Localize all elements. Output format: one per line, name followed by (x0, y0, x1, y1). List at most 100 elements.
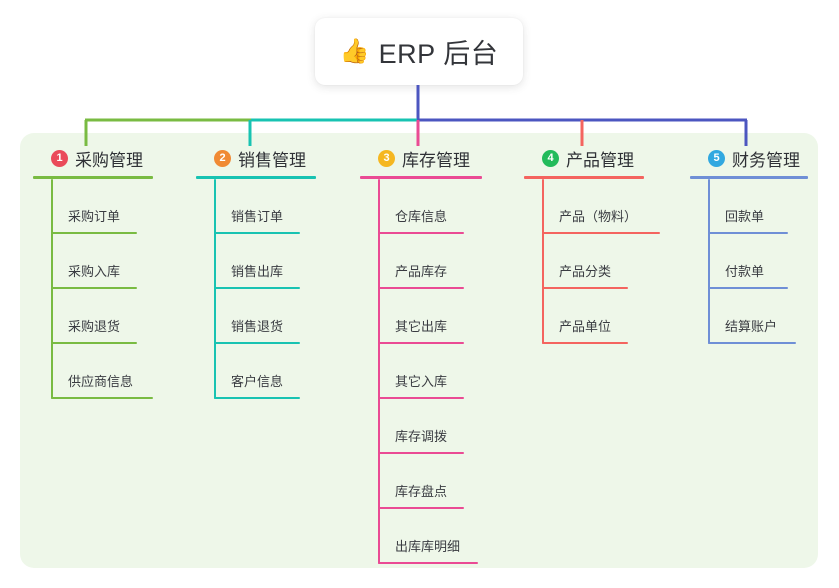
branch-spine (542, 179, 544, 344)
branch-item[interactable]: 采购订单 (51, 179, 153, 234)
branch-item-label: 库存盘点 (395, 484, 448, 499)
branch-item-label: 产品分类 (559, 264, 612, 279)
branch-items: 销售订单销售出库销售退货客户信息 (214, 179, 316, 399)
branch-underline (33, 176, 153, 179)
branch-item-underline (51, 232, 137, 234)
branch-item-label: 销售退货 (231, 319, 284, 334)
branch-item-label: 其它入库 (395, 374, 448, 389)
branch-item-label: 产品单位 (559, 319, 612, 334)
branch-item-label: 结算账户 (725, 319, 778, 334)
branch-spine (378, 179, 380, 564)
branch-item-underline (51, 397, 153, 399)
branch-number-badge: 4 (542, 149, 559, 167)
branch-item-underline (378, 287, 464, 289)
branch-item[interactable]: 销售退货 (214, 289, 316, 344)
branch-item-label: 销售出库 (231, 264, 284, 279)
branch-items: 仓库信息产品库存其它出库其它入库库存调拨库存盘点出库库明细 (378, 179, 482, 564)
branch-item-underline (378, 342, 464, 344)
branch-item-underline (378, 397, 464, 399)
branch-label: 采购管理 (75, 150, 143, 170)
branch-item[interactable]: 销售出库 (214, 234, 316, 289)
branch-label: 库存管理 (402, 150, 470, 170)
branch-column-4: 4 产品管理产品（物料） 产品分类产品单位 (524, 145, 660, 344)
branch-item-label: 回款单 (725, 209, 765, 224)
branch-number-badge: 5 (708, 149, 725, 167)
branch-item[interactable]: 产品分类 (542, 234, 644, 289)
branch-number-badge: 2 (214, 149, 231, 167)
branch-item-label: 客户信息 (231, 374, 284, 389)
root-node[interactable]: 👍 ERP 后台 (315, 18, 523, 85)
branch-item[interactable]: 采购退货 (51, 289, 153, 344)
branch-item-underline (378, 452, 464, 454)
branch-item[interactable]: 其它出库 (378, 289, 482, 344)
branch-item[interactable]: 供应商信息 (51, 344, 153, 399)
branch-item[interactable]: 产品库存 (378, 234, 482, 289)
branch-header[interactable]: 1 采购管理 (33, 145, 153, 171)
branch-item[interactable]: 回款单 (708, 179, 808, 234)
branch-item[interactable]: 产品（物料） (542, 179, 660, 234)
branch-spine (51, 179, 53, 399)
branch-item[interactable]: 销售订单 (214, 179, 316, 234)
branch-item-label: 销售订单 (231, 209, 284, 224)
branch-item-underline (708, 232, 788, 234)
branch-spine (708, 179, 710, 344)
branch-item[interactable]: 出库库明细 (378, 509, 482, 564)
branch-items: 回款单付款单结算账户 (708, 179, 808, 344)
branch-items: 产品（物料） 产品分类产品单位 (542, 179, 660, 344)
branch-label: 产品管理 (566, 150, 634, 170)
branch-item-underline (214, 232, 300, 234)
branch-item[interactable]: 采购入库 (51, 234, 153, 289)
branch-item-underline (542, 232, 660, 234)
branch-item-underline (51, 287, 137, 289)
branch-item-underline (51, 342, 137, 344)
branch-item[interactable]: 其它入库 (378, 344, 482, 399)
branch-item[interactable]: 客户信息 (214, 344, 316, 399)
branch-item-label: 产品（物料） (559, 209, 638, 224)
branch-item[interactable]: 结算账户 (708, 289, 808, 344)
root-node-title: ERP 后台 (378, 39, 499, 69)
branch-item-label: 采购退货 (68, 319, 121, 334)
branch-item-underline (378, 562, 478, 564)
branch-number-badge: 1 (51, 149, 68, 167)
branch-header[interactable]: 4 产品管理 (524, 145, 644, 171)
branch-item[interactable]: 库存盘点 (378, 454, 482, 509)
branch-item-underline (542, 287, 628, 289)
branch-item-label: 出库库明细 (395, 539, 461, 554)
branch-item-underline (708, 342, 796, 344)
branch-item-underline (378, 507, 464, 509)
branch-item-label: 库存调拨 (395, 429, 448, 444)
branch-item-label: 采购订单 (68, 209, 121, 224)
branch-item-label: 供应商信息 (68, 374, 134, 389)
branch-item-label: 其它出库 (395, 319, 448, 334)
branch-item[interactable]: 库存调拨 (378, 399, 482, 454)
branches-panel (20, 133, 818, 568)
branch-item-underline (378, 232, 464, 234)
branch-underline (360, 176, 482, 179)
root-node-content: 👍 ERP 后台 (340, 32, 498, 71)
branch-underline (690, 176, 808, 179)
branch-underline (524, 176, 644, 179)
branch-item-underline (214, 287, 300, 289)
branch-item-label: 采购入库 (68, 264, 121, 279)
branch-items: 采购订单采购入库采购退货供应商信息 (51, 179, 153, 399)
branch-item-underline (542, 342, 628, 344)
branch-item-underline (708, 287, 788, 289)
branch-item[interactable]: 付款单 (708, 234, 808, 289)
branch-underline (196, 176, 316, 179)
branch-item-underline (214, 397, 300, 399)
branch-item-underline (214, 342, 300, 344)
branch-spine (214, 179, 216, 399)
branch-item-label: 仓库信息 (395, 209, 448, 224)
branch-item-label: 付款单 (725, 264, 765, 279)
branch-item[interactable]: 仓库信息 (378, 179, 482, 234)
branch-item-label: 产品库存 (395, 264, 448, 279)
branch-item[interactable]: 产品单位 (542, 289, 644, 344)
branch-column-1: 1 采购管理采购订单采购入库采购退货供应商信息 (33, 145, 153, 399)
